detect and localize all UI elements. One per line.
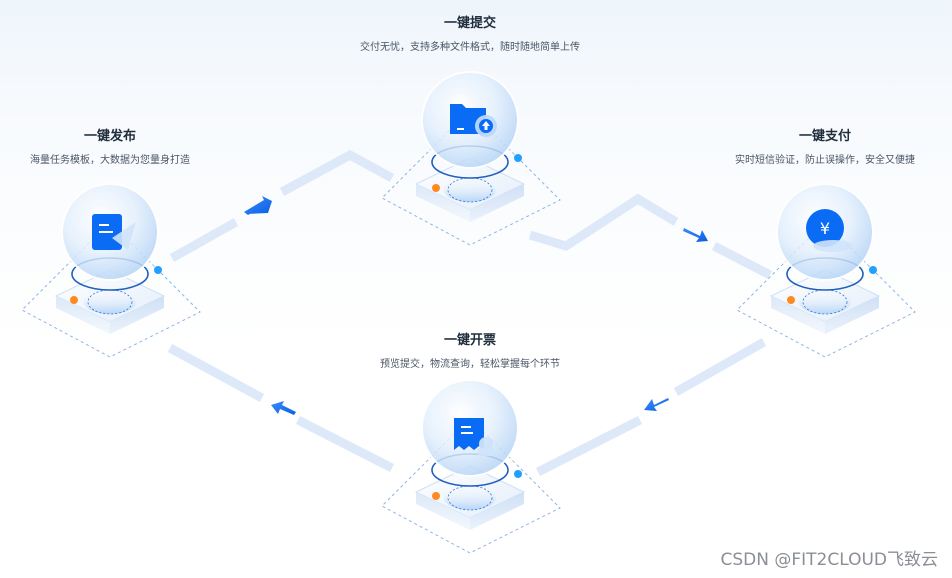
accent-dot-blue: [514, 470, 522, 478]
dashed-diamond: [21, 221, 201, 358]
accent-dot-orange: [432, 492, 440, 500]
node-submit-desc: 交付无忧，支持多种文件格式，随时随地简单上传: [360, 42, 580, 53]
light-beam: [84, 290, 136, 314]
accent-dot-blue: [514, 154, 522, 162]
platform-side-left: [56, 296, 110, 334]
node-pay-desc: 实时短信验证，防止误操作，安全又便捷: [735, 155, 915, 166]
platform-side-right: [825, 296, 879, 334]
platform-side-left: [416, 492, 470, 530]
light-beam: [444, 486, 496, 510]
path-submit-to-pay-2: [711, 242, 773, 279]
flow-arrows: [244, 196, 708, 415]
watermark-text: CSDN @FIT2CLOUD飞致云: [720, 550, 938, 570]
arrow-down-left-icon: [644, 398, 669, 411]
dashed-diamond: [736, 221, 916, 358]
node-submit[interactable]: [381, 71, 561, 246]
platform-side-right: [470, 492, 524, 530]
document-send-icon: [92, 214, 136, 250]
accent-dot-blue: [154, 266, 162, 274]
dashed-diamond: [381, 417, 561, 554]
yuan-coin-icon: ¥: [806, 209, 853, 252]
svg-text:¥: ¥: [820, 219, 830, 238]
path-publish-to-submit-2: [279, 149, 395, 196]
path-invoice-to-publish-2: [167, 344, 265, 402]
path-invoice-to-publish: [295, 415, 395, 473]
arrow-up-right-icon: [244, 196, 272, 215]
accent-dot-orange: [70, 296, 78, 304]
arrow-up-left-icon: [271, 401, 296, 415]
node-invoice-title: 一键开票: [443, 333, 497, 348]
path-submit-to-pay: [528, 193, 679, 251]
node-publish-title: 一键发布: [83, 129, 137, 144]
invoice-receipt-icon: [454, 418, 494, 456]
node-invoice-desc: 预览提交，物流查询，轻松掌握每个环节: [380, 359, 560, 370]
path-pay-to-invoice: [673, 338, 767, 396]
node-publish[interactable]: [21, 183, 201, 358]
arrow-down-right-icon: [683, 228, 708, 242]
path-publish-to-submit: [169, 218, 239, 262]
flow-paths: [167, 149, 773, 477]
node-pay[interactable]: ¥: [736, 183, 916, 358]
node-pay-title: 一键支付: [798, 129, 852, 144]
light-beam: [799, 290, 851, 314]
path-pay-to-invoice-2: [535, 415, 643, 477]
platform-side-left: [416, 184, 470, 222]
node-submit-title: 一键提交: [443, 16, 497, 31]
platform-side-left: [771, 296, 825, 334]
accent-dot-orange: [787, 296, 795, 304]
accent-dot-orange: [432, 184, 440, 192]
node-invoice[interactable]: [381, 379, 561, 554]
platform-side-right: [110, 296, 164, 334]
node-publish-desc: 海量任务模板，大数据为您量身打造: [30, 155, 190, 166]
folder-upload-icon: [450, 104, 497, 137]
platform-side-right: [470, 184, 524, 222]
light-beam: [444, 178, 496, 202]
dashed-diamond: [381, 109, 561, 246]
accent-dot-blue: [869, 266, 877, 274]
